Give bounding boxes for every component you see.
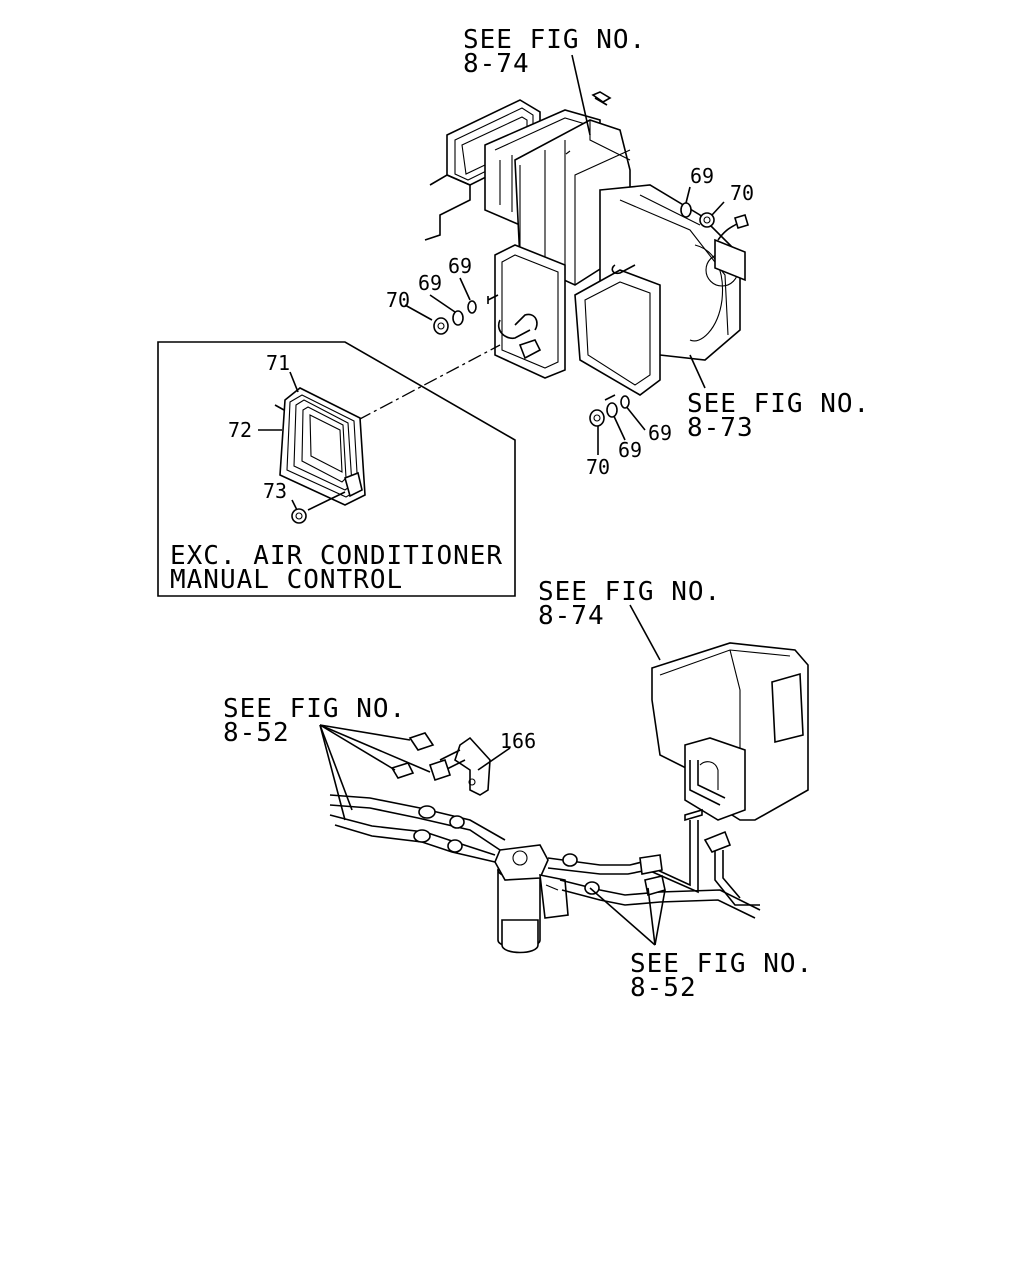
callout-text: 8-52: [630, 973, 697, 1003]
inset-caption-line1: EXC. AIR CONDITIONER: [170, 541, 503, 571]
callout-text: SEE FIG NO.: [538, 577, 721, 607]
callout-text: SEE FIG NO.: [687, 389, 870, 419]
cooling-unit-assembly: [424, 91, 749, 401]
lower-unit-housing: [651, 642, 809, 821]
refrigerant-pipes: [329, 760, 761, 919]
callout-text: 8-73: [687, 413, 754, 443]
leader-lines-lower: [319, 604, 666, 946]
part-number-69: 69: [448, 254, 472, 278]
part-number-70: 70: [730, 181, 754, 205]
callout-fig-8-74-mid: SEE FIG NO. 8-74: [538, 577, 721, 631]
leader-lines-top: [404, 54, 725, 455]
inset-frame: [157, 341, 516, 597]
inset-caption: EXC. AIR CONDITIONER MANUAL CONTROL: [170, 541, 503, 595]
part-numbers: 69 70 69 69 70 69 69 70 71 72 73 166: [228, 164, 754, 753]
part-number-70: 70: [586, 455, 610, 479]
part-number-69: 69: [690, 164, 714, 188]
inset-seal-gasket: [258, 371, 366, 524]
part-number-72: 72: [228, 418, 252, 442]
callout-fig-8-52-bottom: SEE FIG NO. 8-52: [630, 949, 813, 1003]
callout-text: 8-52: [223, 718, 290, 748]
callout-fig-8-73: SEE FIG NO. 8-73: [687, 389, 870, 443]
part-number-73: 73: [263, 479, 287, 503]
callout-text: 8-74: [538, 601, 605, 631]
part-number-70: 70: [386, 288, 410, 312]
callout-text: SEE FIG NO.: [223, 694, 406, 724]
inset-connection-line: [357, 344, 501, 421]
part-number-69: 69: [418, 271, 442, 295]
callout-text: 8-74: [463, 49, 530, 79]
part-number-71: 71: [266, 351, 290, 375]
inset-caption-line2: MANUAL CONTROL: [170, 565, 403, 595]
part-number-69: 69: [648, 421, 672, 445]
callout-text: SEE FIG NO.: [463, 25, 646, 55]
callout-text: SEE FIG NO.: [630, 949, 813, 979]
receiver-dryer: [494, 844, 569, 954]
callout-fig-8-74-top: SEE FIG NO. 8-74: [463, 25, 646, 79]
callout-fig-8-52-left: SEE FIG NO. 8-52: [223, 694, 406, 748]
fasteners-top: [433, 202, 715, 427]
part-number-166: 166: [500, 729, 536, 753]
bracket-166: [390, 732, 511, 796]
part-number-69: 69: [618, 438, 642, 462]
